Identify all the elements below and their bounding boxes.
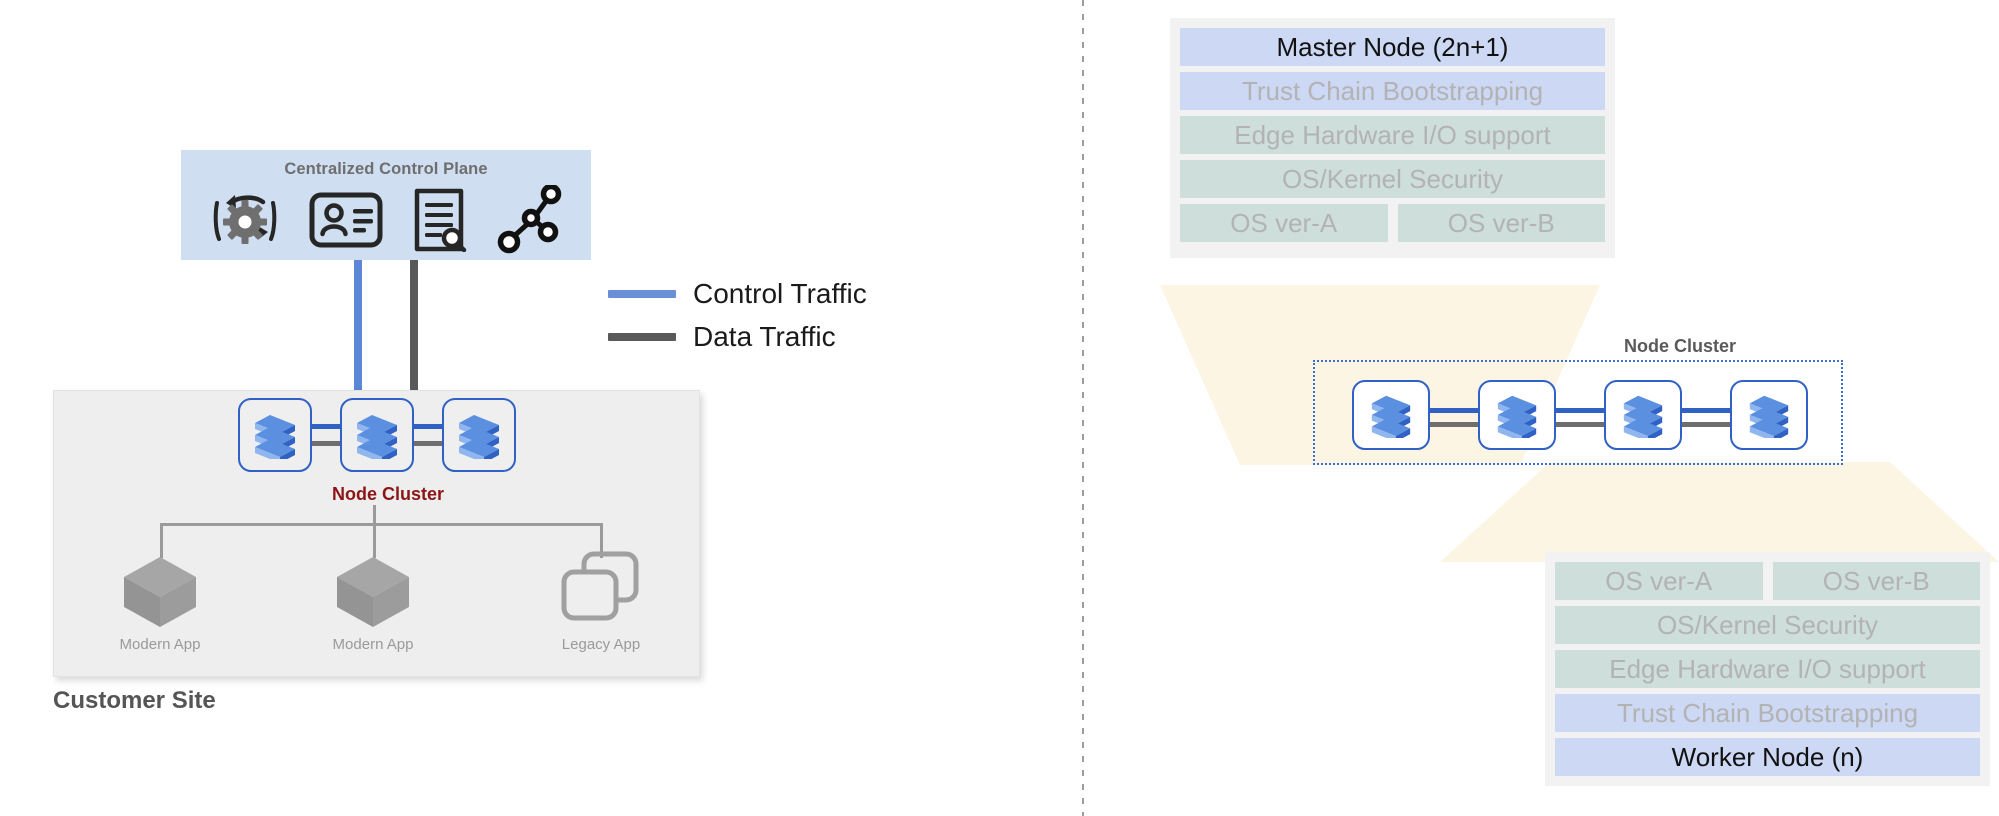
node-box[interactable] (238, 398, 312, 472)
node-link-control-1 (306, 424, 368, 429)
app-icon-modern-1 (120, 553, 200, 636)
document-search-icon (411, 188, 467, 252)
control-traffic-swatch (608, 289, 676, 298)
master-os-row: OS ver-A OS ver-B (1180, 204, 1605, 242)
cluster-node-box[interactable] (1478, 380, 1556, 450)
os-kernel-security-layer: OS/Kernel Security (1180, 160, 1605, 198)
edge-hardware-layer: Edge Hardware I/O support (1180, 116, 1605, 154)
server-stack-icon (454, 407, 504, 464)
tree-drop-left (160, 523, 163, 558)
panel-divider (1082, 0, 1084, 816)
gear-refresh-icon (209, 189, 281, 251)
customer-site-caption: Customer Site (53, 687, 216, 714)
tree-drop-right (600, 523, 603, 558)
legend-item-control-traffic: Control Traffic (608, 272, 898, 315)
server-stack-icon (352, 407, 402, 464)
worker-node-stack: OS ver-A OS ver-B OS/Kernel Security Edg… (1545, 552, 1990, 786)
data-traffic-swatch (608, 332, 676, 341)
trust-chain-layer: Trust Chain Bootstrapping (1555, 694, 1980, 732)
cluster-node-box[interactable] (1730, 380, 1808, 450)
node-link-data-r3 (1670, 422, 1730, 427)
legend-label: Data Traffic (693, 320, 836, 352)
app-label: Modern App (119, 636, 201, 653)
os-kernel-security-layer: OS/Kernel Security (1555, 606, 1980, 644)
control-plane-title: Centralized Control Plane (284, 160, 488, 178)
node-link-data-r2 (1544, 422, 1604, 427)
node-cluster-boundary (1313, 360, 1843, 465)
server-stack-icon (1493, 388, 1541, 443)
os-ver-a-layer: OS ver-A (1555, 562, 1763, 600)
server-stack-icon (250, 407, 300, 464)
edge-hardware-layer: Edge Hardware I/O support (1555, 650, 1980, 688)
cluster-to-worker-funnel (1440, 462, 1999, 562)
app-label: Legacy App (561, 636, 641, 653)
app-icon-legacy (558, 548, 644, 635)
data-traffic-connector (410, 260, 418, 395)
node-box[interactable] (442, 398, 516, 472)
server-stack-icon (1619, 388, 1667, 443)
node-cluster-label: Node Cluster (331, 484, 445, 504)
id-card-icon (309, 192, 383, 248)
os-ver-b-layer: OS ver-B (1397, 204, 1605, 242)
legend-label: Control Traffic (693, 277, 867, 309)
os-ver-a-layer: OS ver-A (1180, 204, 1388, 242)
node-link-control-r3 (1670, 408, 1730, 413)
master-node-layer: Master Node (2n+1) (1180, 28, 1605, 66)
network-graph-icon (495, 185, 563, 255)
worker-node-layer: Worker Node (n) (1555, 738, 1980, 776)
cluster-node-box[interactable] (1604, 380, 1682, 450)
app-icon-modern-2 (333, 553, 413, 636)
master-node-stack: Master Node (2n+1) Trust Chain Bootstrap… (1170, 18, 1615, 258)
centralized-control-plane-box: Centralized Control Plane (181, 150, 591, 260)
node-link-data-r1 (1418, 422, 1478, 427)
node-box[interactable] (340, 398, 414, 472)
node-link-data-1 (306, 441, 368, 446)
os-ver-b-layer: OS ver-B (1772, 562, 1980, 600)
worker-os-row: OS ver-A OS ver-B (1555, 562, 1980, 600)
node-link-control-2 (408, 424, 470, 429)
node-link-control-r1 (1418, 408, 1478, 413)
tree-drop-mid (373, 523, 376, 558)
control-traffic-connector (354, 260, 362, 420)
node-link-control-r2 (1544, 408, 1604, 413)
node-link-data-2 (408, 441, 470, 446)
server-stack-icon (1367, 388, 1415, 443)
trust-chain-layer: Trust Chain Bootstrapping (1180, 72, 1605, 110)
legend-item-data-traffic: Data Traffic (608, 315, 898, 358)
control-plane-icons (181, 184, 591, 256)
tree-branch (160, 523, 600, 526)
server-stack-icon (1745, 388, 1793, 443)
node-cluster-label-right: Node Cluster (1623, 336, 1737, 356)
app-label: Modern App (332, 636, 414, 653)
legend: Control Traffic Data Traffic (608, 272, 898, 358)
cluster-node-box[interactable] (1352, 380, 1430, 450)
